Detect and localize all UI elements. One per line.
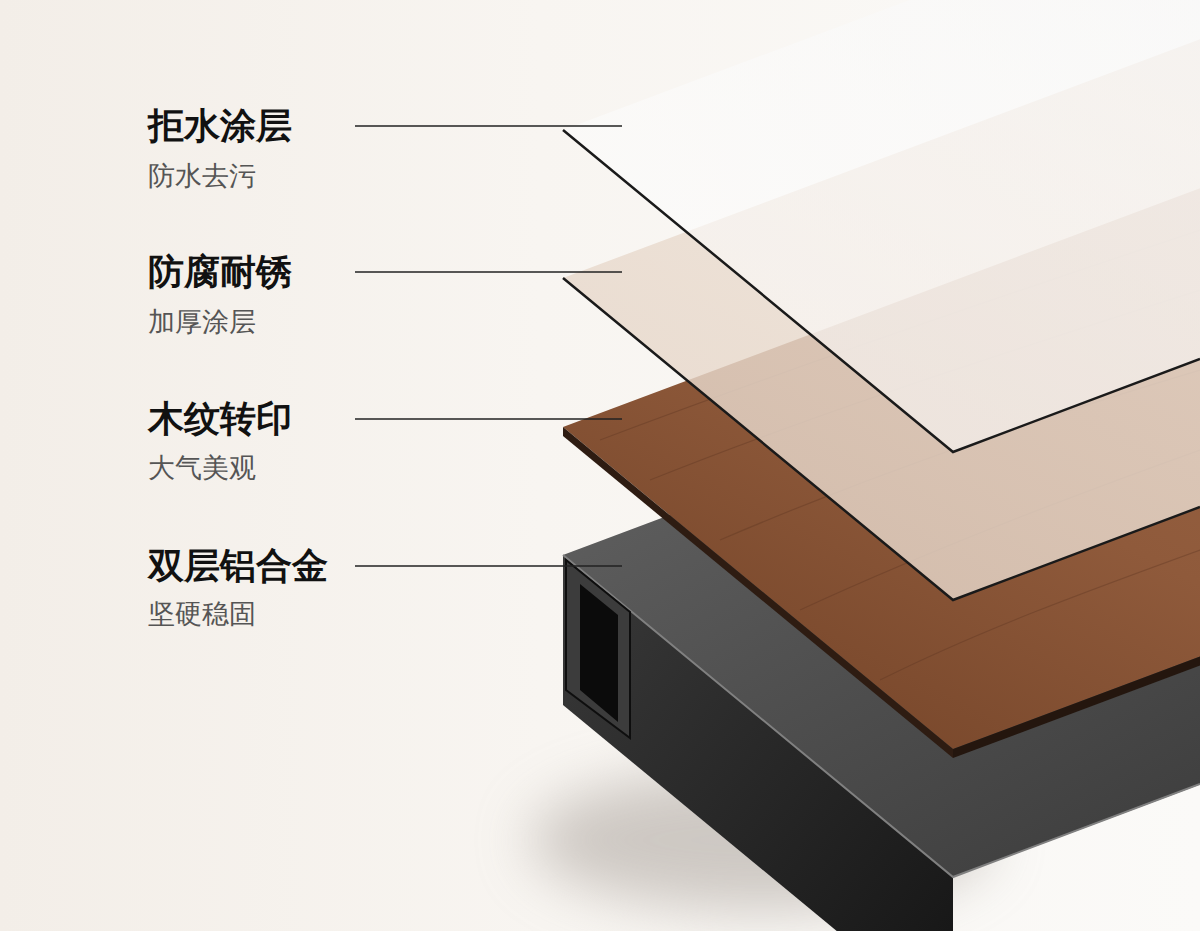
callout-description: 坚硬稳固 xyxy=(148,598,256,630)
callout-description: 防水去污 xyxy=(148,160,256,192)
leader-line xyxy=(355,418,622,420)
callout-heading: 防腐耐锈 xyxy=(148,250,292,293)
layer-edge xyxy=(563,130,1200,452)
leader-line xyxy=(355,565,622,567)
callout-heading: 木纹转印 xyxy=(148,397,292,440)
leader-line xyxy=(355,125,622,127)
callout-heading: 拒水涂层 xyxy=(148,104,292,147)
leader-line xyxy=(355,271,622,273)
tube-opening-rim xyxy=(566,560,630,738)
tube-opening xyxy=(580,584,618,722)
callout-description: 加厚涂层 xyxy=(148,306,256,338)
clear-coat-layer xyxy=(563,0,1200,452)
callout-heading: 双层铝合金 xyxy=(148,544,328,587)
callout-description: 大气美观 xyxy=(148,452,256,484)
